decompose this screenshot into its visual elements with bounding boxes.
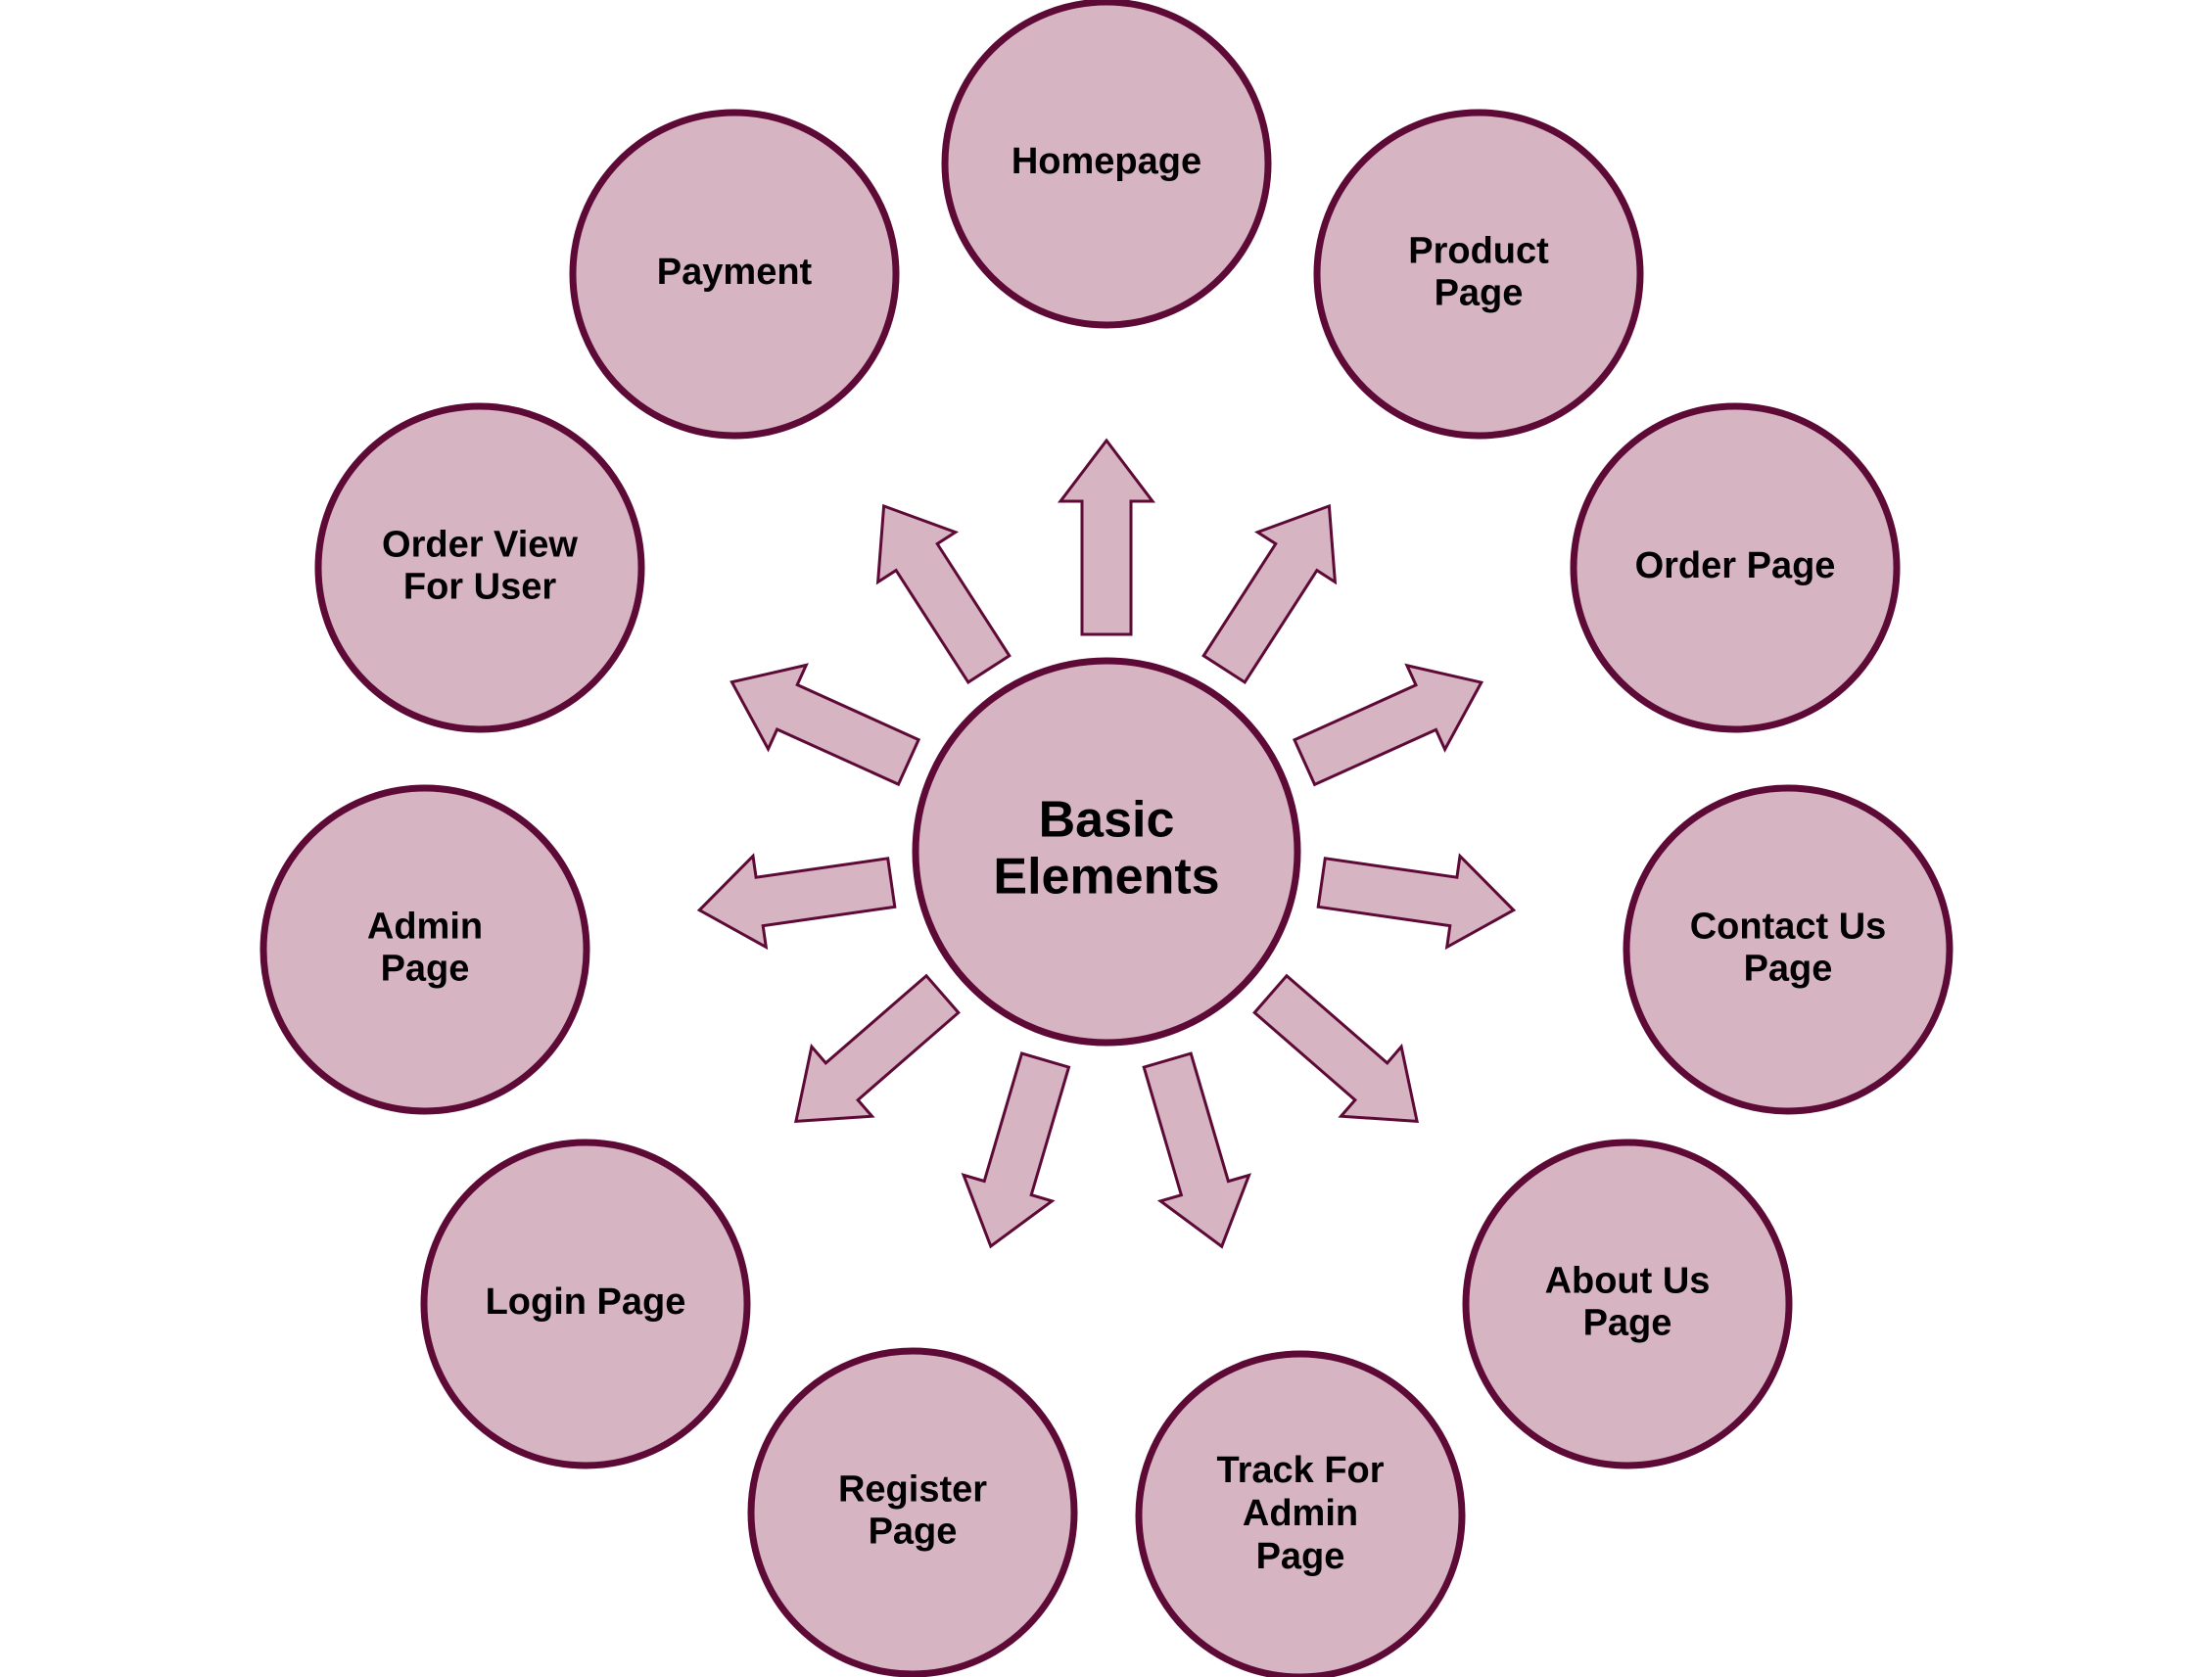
node-about-us-page-label-line: About Us bbox=[1545, 1261, 1711, 1302]
node-admin-page-label-line: Admin bbox=[367, 907, 483, 948]
node-track-for-admin-page-label-line: Admin bbox=[1243, 1493, 1358, 1534]
arrow-to-contact-us-page bbox=[1316, 853, 1517, 951]
node-login-page: Login Page bbox=[420, 1139, 751, 1469]
arrow-to-admin-page bbox=[696, 853, 897, 951]
arrow-to-about-us-page bbox=[1252, 973, 1419, 1124]
node-admin-page-label-line: Page bbox=[381, 949, 470, 990]
node-homepage: Homepage bbox=[941, 0, 1272, 329]
node-circle-order-view-for-user bbox=[314, 402, 645, 733]
node-circle-login-page bbox=[420, 1139, 751, 1469]
node-register-page-label-line: Register bbox=[838, 1469, 987, 1511]
node-order-view-for-user-label-line: Order View bbox=[382, 525, 578, 566]
node-contact-us-page-label-line: Page bbox=[1744, 949, 1833, 990]
node-circle-payment bbox=[569, 109, 900, 440]
node-circle-contact-us-page bbox=[1623, 784, 1953, 1115]
arrow-to-register-page bbox=[961, 1051, 1071, 1249]
node-product-page-label-line: Product bbox=[1408, 231, 1549, 272]
arrow-to-order-view-for-user bbox=[729, 663, 921, 787]
node-contact-us-page-label-line: Contact Us bbox=[1690, 907, 1887, 948]
node-circle-register-page bbox=[747, 1347, 1078, 1677]
node-order-page: Order Page bbox=[1570, 402, 1901, 733]
node-circle-order-page bbox=[1570, 402, 1901, 733]
node-about-us-page-label-line: Page bbox=[1583, 1303, 1672, 1344]
center-node-label-line: Elements bbox=[993, 849, 1219, 906]
arrow-to-order-page bbox=[1293, 663, 1484, 787]
node-order-page-label-line: Order Page bbox=[1635, 545, 1836, 586]
node-login-page-label-line: Login Page bbox=[486, 1281, 686, 1323]
node-homepage-label-line: Homepage bbox=[1012, 141, 1201, 182]
node-circle-about-us-page bbox=[1462, 1139, 1793, 1469]
node-circle-homepage bbox=[941, 0, 1272, 329]
arrow-to-product-page bbox=[1201, 503, 1338, 684]
node-circle-track-for-admin-page bbox=[1135, 1350, 1466, 1677]
node-order-view-for-user-label-line: For User bbox=[403, 567, 556, 608]
arrow-to-track-for-admin-page bbox=[1142, 1051, 1251, 1249]
center-node-label-line: Basic bbox=[1039, 792, 1175, 849]
center-node-circle bbox=[912, 657, 1301, 1047]
node-track-for-admin-page-label-line: Track For bbox=[1216, 1450, 1384, 1491]
arrow-to-login-page bbox=[794, 973, 961, 1124]
node-circle-admin-page bbox=[259, 784, 590, 1115]
node-payment-label-line: Payment bbox=[657, 252, 813, 293]
node-track-for-admin-page-label-line: Page bbox=[1256, 1536, 1345, 1577]
arrows-layer bbox=[696, 438, 1517, 1249]
arrow-to-payment bbox=[875, 503, 1012, 684]
node-circle-product-page bbox=[1313, 109, 1644, 440]
arrow-to-homepage bbox=[1057, 438, 1156, 636]
node-product-page-label-line: Page bbox=[1435, 273, 1524, 314]
node-register-page-label-line: Page bbox=[869, 1512, 958, 1553]
node-payment: Payment bbox=[569, 109, 900, 440]
